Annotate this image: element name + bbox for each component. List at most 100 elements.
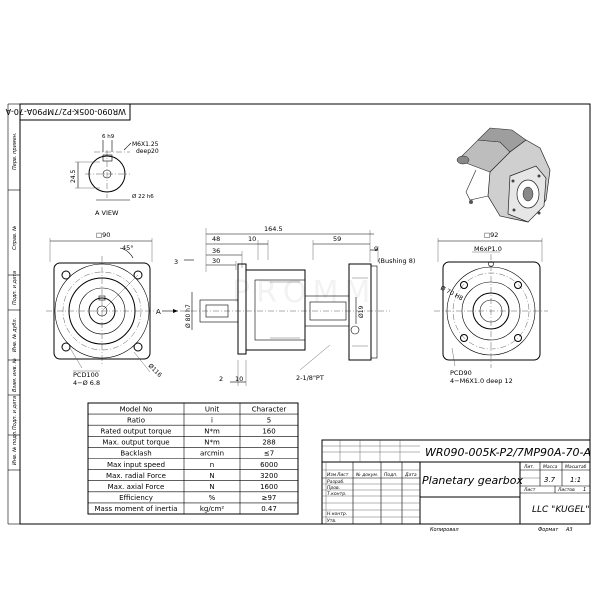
title-mass-label: Масса [543, 464, 558, 470]
dim-sq92: □92 [484, 231, 498, 239]
margin-label-5: Взам. инв. № [12, 358, 18, 392]
spec-table-header: Character [252, 405, 287, 413]
a-view-deep: deep20 [136, 148, 159, 155]
title-scale-label: Масштаб [565, 464, 587, 470]
dim-80h7: Ø 80 h7 [185, 304, 192, 328]
spec-table-cell: kg/cm² [200, 505, 225, 513]
spec-table-cell: Efficiency [119, 494, 153, 502]
dim-m6deep: 4−M6X1.0 deep 12 [450, 377, 513, 385]
output-flange-view [46, 238, 158, 373]
title-sheet-label: Лист [523, 487, 536, 493]
dim-bushing: (Bushing 8) [378, 257, 415, 265]
spec-table-cell: Mass moment of inertia [95, 505, 178, 513]
title-col-list: Лист [336, 472, 349, 478]
spec-table-cell: n [210, 461, 214, 469]
spec-table-cell: N [209, 472, 214, 480]
dim-19: Ø19 [358, 305, 365, 318]
dim-36: 36 [212, 247, 220, 255]
sheet-border [19, 103, 591, 525]
title-col-izm: Изм [327, 472, 337, 478]
dim-48: 48 [212, 235, 220, 243]
title-copied-label: Копировал [430, 527, 459, 533]
dim-9: 9 [374, 245, 378, 253]
spec-table-cell: Max. axial Force [108, 483, 165, 491]
watermark: PROMM [232, 275, 376, 310]
spec-table-cell: Max. output torque [102, 439, 169, 447]
role-checker: Пров. [327, 485, 340, 491]
a-view-dim-h9: 6 h9 [102, 134, 115, 140]
spec-table-cell: 288 [262, 439, 275, 447]
spec-table-cell: N*m [204, 439, 220, 447]
spec-table-cell: ≥97 [262, 494, 277, 502]
a-view-detail [75, 140, 132, 201]
a-view-dim-245: 24.5 [70, 169, 77, 183]
title-col-date: Дата [404, 472, 417, 478]
a-view-label: A VIEW [95, 209, 119, 217]
spec-table-cell: Ratio [127, 416, 145, 424]
spec-table-cell: 3200 [260, 472, 278, 480]
spec-table-cell: 1600 [260, 483, 278, 491]
role-developer: Разраб. [327, 479, 345, 485]
role-approved: Утв. [327, 518, 336, 524]
dim-pcd100: PCD100 [73, 371, 99, 379]
a-view-thread: M6X1.25 [132, 141, 159, 148]
spec-table-cell: ≤7 [264, 450, 274, 458]
dim-59: 59 [333, 235, 341, 243]
spec-table-cell: Max input speed [107, 461, 165, 469]
input-flange-view [434, 238, 548, 368]
margin-label-3: Подп. и дата [12, 271, 18, 305]
a-view-dim-22: Ø 22 h6 [132, 193, 154, 200]
spec-table-cell: N [209, 483, 214, 491]
spec-table-header: Model No [120, 405, 153, 413]
dim-3: 3 [174, 258, 178, 266]
dim-sq90: □90 [96, 231, 110, 239]
title-sheets-label: Листов [557, 487, 575, 493]
role-ncontrol: Н.контр. [327, 511, 347, 517]
spec-table-cell: arcmin [200, 450, 224, 458]
dim-2: 2 [219, 375, 223, 383]
margin-label-2: Справ. № [12, 226, 18, 250]
role-tcontrol: Т.контр. [327, 491, 347, 497]
dim-letter-a: A [156, 308, 161, 316]
title-company: LLC "KUGEL" [532, 505, 589, 515]
spec-table-cell: 0.47 [261, 505, 277, 513]
spec-table-cell: 160 [262, 428, 275, 436]
title-product-name: Planetary gearbox [422, 474, 523, 487]
title-col-sign: Подп. [384, 472, 398, 478]
title-scale-value: 1:1 [570, 476, 581, 484]
title-mass-value: 3.7 [544, 476, 556, 484]
spec-table-cell: Max. radial Force [106, 472, 166, 480]
flipped-code-box [19, 103, 131, 121]
margin-label-7: Инв. № подл. [12, 431, 18, 466]
title-format-label: Формат [538, 527, 559, 533]
title-sheets-value: 1 [583, 487, 586, 493]
flipped-code: WR090-005K-P2/7MP90A-70-A [5, 107, 126, 116]
spec-table-cell: % [209, 494, 216, 502]
title-drawing-number: WR090-005K-P2/7MP90A-70-A [425, 446, 591, 459]
dim-holes: 4−Ø 6.8 [73, 379, 100, 387]
dim-m6p: M6xP1.0 [474, 245, 502, 253]
margin-cells [8, 189, 20, 471]
title-col-doc: № докум. [355, 472, 378, 478]
margin-label-6: Подп. и дата [12, 396, 18, 430]
margin-label-4: Инв. № дубл. [12, 318, 18, 352]
dim-pt: 2-1/8"PT [296, 374, 324, 382]
gearbox-3d-illustration [456, 127, 551, 223]
spec-table-cell: N*m [204, 428, 220, 436]
spec-table-cell: Backlash [120, 450, 151, 458]
dim-30: 30 [212, 257, 220, 265]
dim-1645: 164.5 [264, 225, 283, 233]
spec-table-header: Unit [205, 405, 220, 413]
spec-table-cell: 5 [267, 416, 271, 424]
spec-table-cell: i [211, 416, 213, 424]
spec-table-cell: 6000 [260, 461, 278, 469]
title-lit-label: Лит. [523, 464, 534, 470]
dim-10b: 10 [235, 375, 243, 383]
margin-label-1: Перв. примен. [12, 132, 18, 170]
title-block [321, 439, 591, 525]
spec-table-cell: Rated output torque [100, 428, 171, 436]
dim-angle45: 45° [122, 244, 134, 252]
dim-pcd90: PCD90 [450, 369, 472, 377]
